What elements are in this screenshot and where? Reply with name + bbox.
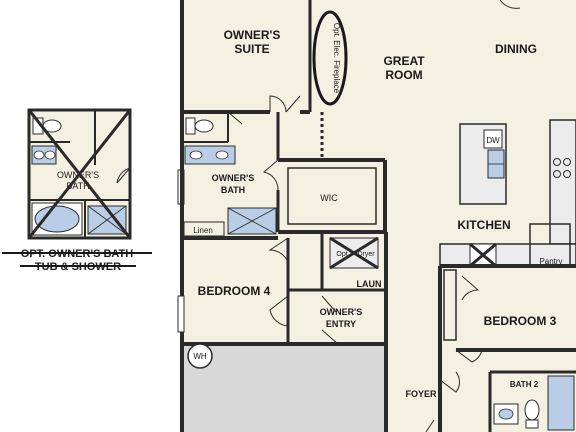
laundry-option-line1: Opt. bbox=[336, 251, 349, 258]
bath-2-label: BATH 2 bbox=[510, 380, 539, 389]
bath-2-toilet-icon bbox=[524, 399, 540, 429]
dining-label: DINING bbox=[495, 42, 537, 56]
inset-vanity-icon bbox=[31, 145, 57, 165]
garage-area bbox=[184, 344, 386, 432]
bedroom-4-label: BEDROOM 4 bbox=[198, 284, 271, 298]
inset-tub-icon bbox=[31, 202, 83, 236]
bath-2-sink-icon bbox=[493, 403, 519, 425]
inset-optional-bath: OWNER'S BATH OPT. OWNER'S BATH TUB & SHO… bbox=[2, 108, 152, 273]
refrigerator-icon bbox=[469, 242, 497, 268]
bath-2-tub-icon bbox=[547, 375, 575, 431]
pantry-label: Pantry bbox=[539, 257, 562, 266]
shower-icon bbox=[227, 207, 277, 235]
foyer-label: FOYER bbox=[405, 389, 437, 399]
owners-bath-label-line1: OWNER'S bbox=[212, 173, 255, 183]
linen-label: Linen bbox=[193, 226, 213, 235]
laundry-option-line2: Dryer bbox=[357, 251, 375, 258]
main-plan: WH DW bbox=[177, 0, 576, 432]
kitchen-label: KITCHEN bbox=[457, 218, 510, 232]
bedroom-3-label: BEDROOM 3 bbox=[484, 314, 557, 328]
great-room-label-line1: GREAT bbox=[383, 54, 425, 68]
inset-bath-label-line2: BATH bbox=[66, 181, 89, 191]
vanity-icon bbox=[184, 145, 236, 165]
fireplace-label: Opt. Elec. Fireplace bbox=[332, 23, 341, 94]
great-room-label-line2: ROOM bbox=[385, 68, 422, 82]
owners-entry-label-line1: OWNER'S bbox=[320, 307, 363, 317]
owners-suite-label-line2: SUITE bbox=[234, 42, 269, 56]
water-heater-label: WH bbox=[193, 352, 207, 361]
kitchen-island: DW bbox=[459, 123, 507, 205]
laundry-appliance-icon bbox=[329, 236, 379, 270]
range-icon bbox=[549, 119, 576, 245]
owners-bath-label-line2: BATH bbox=[221, 185, 245, 195]
fireplace-callout: Opt. Elec. Fireplace bbox=[312, 10, 348, 106]
dishwasher-label: DW bbox=[486, 136, 500, 145]
owners-suite-label-line1: OWNER'S bbox=[224, 28, 281, 42]
toilet-icon bbox=[185, 117, 214, 135]
water-heater-icon: WH bbox=[187, 343, 213, 369]
owners-entry-label-line2: ENTRY bbox=[326, 319, 356, 329]
laundry-label: LAUN bbox=[357, 279, 382, 289]
wic-label: WIC bbox=[320, 193, 338, 203]
